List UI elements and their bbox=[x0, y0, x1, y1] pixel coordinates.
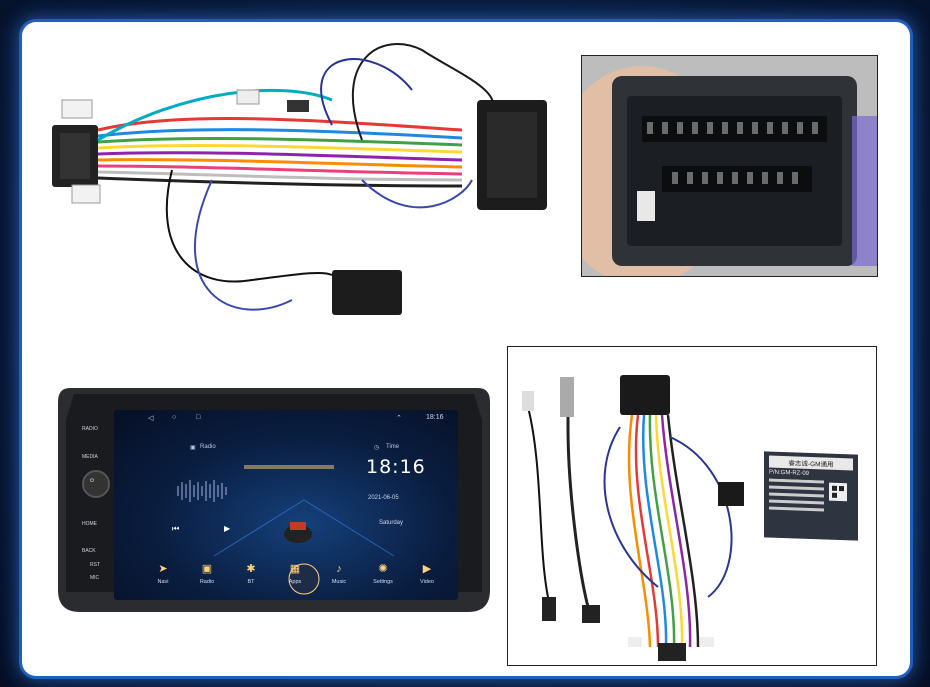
clock-widget-icon: ◷ bbox=[374, 445, 380, 451]
radio-widget-icon: ▣ bbox=[190, 445, 196, 451]
dock-item-radio[interactable]: ▣ Radio bbox=[199, 563, 215, 585]
navigation-icon: ➤ bbox=[158, 563, 168, 575]
back-nav-icon[interactable]: ◁ bbox=[148, 415, 154, 422]
dock-item-navi[interactable]: ➤ Navi bbox=[157, 563, 169, 585]
day-display: Saturday bbox=[379, 520, 404, 526]
product-frame: RADIO MEDIA ⏻ HOME BACK RST MIC ◁ ○ □ ⌃ … bbox=[22, 22, 910, 676]
video-icon: ▶ bbox=[422, 563, 432, 575]
dock-item-music[interactable]: ♪ Music bbox=[331, 563, 347, 585]
settings-icon: ✺ bbox=[378, 563, 388, 575]
dock-item-bt[interactable]: ✱ BT bbox=[232, 562, 270, 585]
head-unit-photo: RADIO MEDIA ⏻ HOME BACK RST MIC ◁ ○ □ ⌃ … bbox=[50, 380, 498, 618]
wiring-harness-photo bbox=[32, 30, 572, 330]
power-icon[interactable]: ⏻ bbox=[90, 478, 94, 484]
mic-label: MIC bbox=[90, 575, 100, 581]
recents-nav-icon[interactable]: □ bbox=[196, 414, 201, 421]
wifi-icon: ⌃ bbox=[396, 415, 402, 422]
radio-icon: ▣ bbox=[201, 563, 213, 575]
date-display: 2021-06-05 bbox=[368, 495, 399, 501]
connector-closeup-photo bbox=[581, 55, 878, 277]
app-dock: ➤ Navi ▣ Radio ✱ BT ▦ Apps ♪ Music bbox=[114, 556, 458, 600]
clock-display: 18:16 bbox=[366, 456, 426, 478]
canbus-box-part-number: P/N:GM-RZ-09 bbox=[769, 469, 810, 477]
back-side-button[interactable]: BACK bbox=[82, 548, 96, 554]
bluetooth-icon: ✱ bbox=[246, 563, 256, 575]
canbus-decoder-box: 睿志诚-GM通用 P/N:GM-RZ-09 bbox=[764, 451, 858, 541]
radio-widget-label[interactable]: Radio bbox=[200, 444, 216, 450]
previous-track-icon[interactable]: ⏮ bbox=[172, 524, 180, 533]
head-unit-screen: ◁ ○ □ ⌃ 18:16 ▣ Radio ◷ Time bbox=[114, 410, 458, 600]
home-nav-icon[interactable]: ○ bbox=[172, 414, 177, 421]
radio-side-button[interactable]: RADIO bbox=[82, 426, 98, 432]
dock-item-settings[interactable]: ✺ Settings bbox=[373, 563, 393, 585]
time-widget-label[interactable]: Time bbox=[386, 444, 400, 450]
media-side-button[interactable]: MEDIA bbox=[82, 454, 98, 460]
canbus-box-header: 睿志诚-GM通用 bbox=[769, 455, 853, 471]
play-icon[interactable]: ▶ bbox=[224, 524, 231, 533]
status-bar: ◁ ○ □ ⌃ 18:16 bbox=[114, 414, 458, 426]
apps-icon: ▦ bbox=[289, 563, 301, 575]
dock-item-apps[interactable]: ▦ Apps bbox=[288, 563, 302, 585]
dock-item-video[interactable]: ▶ Video bbox=[420, 563, 434, 585]
rst-label: RST bbox=[90, 562, 100, 568]
harness-kit-photo: 睿志诚-GM通用 P/N:GM-RZ-09 bbox=[507, 346, 877, 666]
music-icon: ♪ bbox=[336, 563, 342, 575]
home-side-button[interactable]: HOME bbox=[82, 521, 97, 527]
status-time: 18:16 bbox=[426, 414, 444, 421]
